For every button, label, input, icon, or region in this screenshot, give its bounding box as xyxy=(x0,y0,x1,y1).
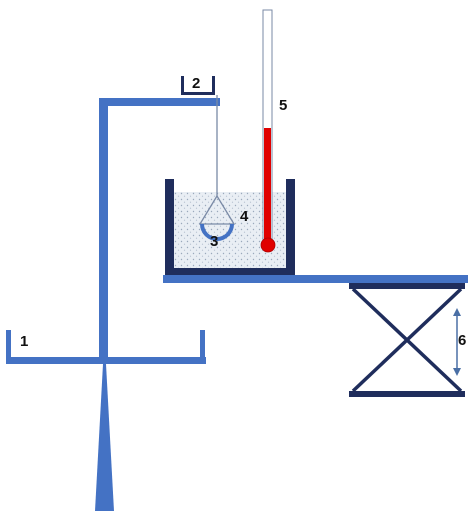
thermometer-bulb xyxy=(260,237,276,253)
balance-vertical-arm xyxy=(99,98,108,364)
thermometer-mercury-column xyxy=(264,128,271,246)
label-hook-tray: 2 xyxy=(192,75,200,92)
label-thermometer: 5 xyxy=(279,97,287,114)
balance-pan-right-wall xyxy=(200,330,205,364)
balance-top-beam xyxy=(99,98,220,106)
label-sample-holder: 3 xyxy=(210,233,218,250)
thermometer xyxy=(260,9,276,253)
label-balance-pan: 1 xyxy=(20,333,28,350)
sample-holder xyxy=(198,95,236,241)
lab-jack xyxy=(349,283,465,397)
hook-tray xyxy=(181,76,215,95)
balance-pan-left-wall xyxy=(6,330,11,364)
label-lab-jack: 6 xyxy=(458,332,466,349)
balance-pan-base xyxy=(6,357,206,364)
balance-frame xyxy=(6,98,220,511)
support-platform xyxy=(163,275,468,283)
balance-pivot-stand xyxy=(95,364,114,511)
label-liquid-beaker: 4 xyxy=(240,208,249,225)
